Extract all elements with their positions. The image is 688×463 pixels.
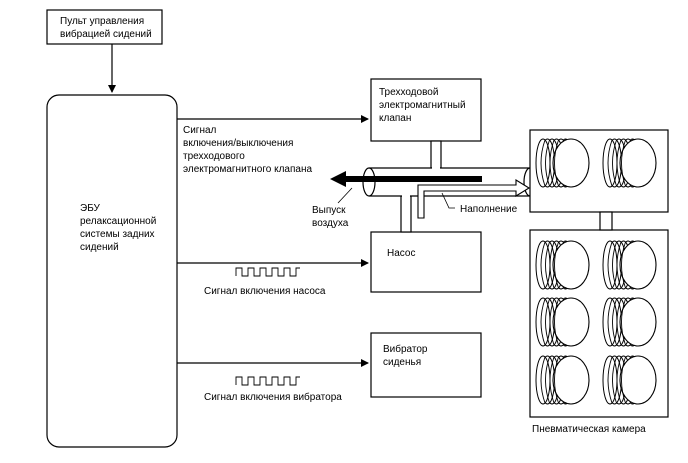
pump-box: Насос [370,231,482,293]
ecu-label-line3: системы задних [80,229,155,240]
valve-signal-text: Сигнал включения/выключения трехходового… [183,125,312,175]
control-panel-label-line2: вибрацией сидений [60,28,152,40]
ecu-label-line1: ЭБУ [80,203,101,214]
air-chamber-connector [599,211,613,231]
vibrator-box: Вибратор сиденья [370,332,482,398]
air-cell [602,240,657,290]
vibrator-label-line1: Вибратор [383,343,428,355]
air-cell [602,355,657,405]
control-panel-box: Пульт управления вибрацией сидений [46,9,163,45]
exhaust-label-line1: Выпуск [312,205,346,216]
air-cell [602,297,657,347]
exhaust-leader [337,187,353,204]
air-cell [535,240,590,290]
exhaust-label-line2: воздуха [312,218,349,229]
valve-signal-line2: включения/выключения [183,138,293,149]
valve-signal-line3: трехходового [183,151,245,162]
air-chamber-cells [535,138,657,405]
valve-label-line3: клапан [379,113,411,124]
valve-label-line1: Трехходовой [379,87,438,98]
air-cell [602,138,657,188]
air-cell [535,355,590,405]
valve-label-line2: электромагнитный [379,100,466,111]
fill-arrow [417,179,531,219]
valve-box: Трехходовой электромагнитный клапан [370,78,482,142]
air-cell [535,297,590,347]
valve-signal-line1: Сигнал [183,125,217,136]
air-cell [535,138,590,188]
pump-label: Насос [387,248,415,259]
fill-label: Наполнение [460,204,518,215]
air-chamber-label: Пневматическая камера [532,424,646,435]
fill-leader [441,192,455,209]
pump-pulse-wave [235,267,300,277]
control-panel-label-line1: Пульт управления [60,16,144,27]
vibrator-signal-label: Сигнал включения вибратора [204,391,342,403]
ecu-box: ЭБУ релаксационной системы задних сидени… [46,94,178,448]
vibrator-pulse-wave [235,376,300,386]
ecu-label-line4: сидений [80,242,119,253]
ecu-label-line2: релаксационной [80,216,156,227]
valve-signal-line4: электромагнитного клапана [183,164,312,175]
valve-neck [430,140,442,169]
pump-neck [400,195,412,233]
vibrator-label-line2: сиденья [383,357,421,368]
pump-signal-label: Сигнал включения насоса [204,286,326,297]
exhaust-arrow [330,171,482,187]
